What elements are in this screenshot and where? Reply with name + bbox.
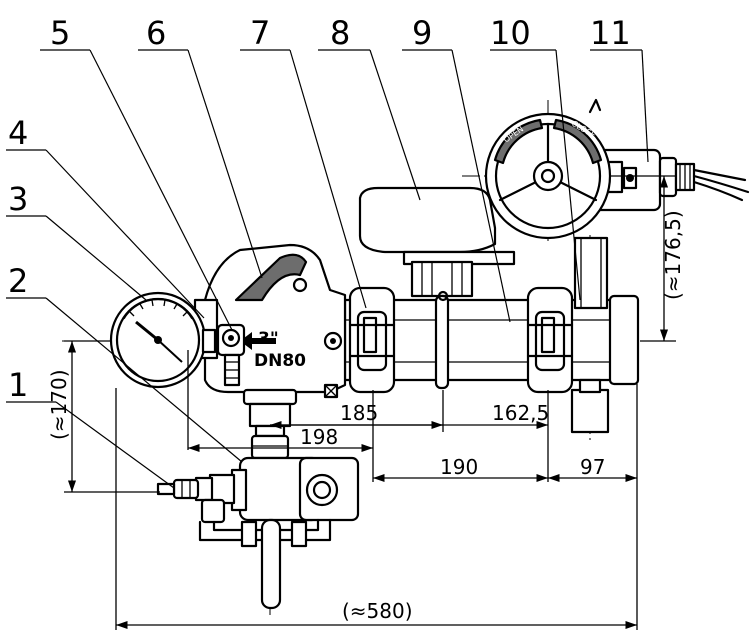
callout-9: 9 (412, 14, 432, 52)
dimension-185: 185 (340, 401, 378, 425)
actuator (358, 186, 516, 390)
flow-arrow (240, 332, 276, 350)
pressure-gauge (109, 291, 217, 389)
hand-wheel: OPEN CLOSE (484, 98, 612, 240)
drain-assembly (156, 388, 360, 610)
dimension-580: (≈580) (342, 599, 413, 623)
coupling-right (526, 286, 574, 394)
callout-11: 11 (590, 14, 631, 52)
callout-numbers: 1 2 3 4 5 6 7 8 9 10 11 (8, 14, 631, 404)
dimension-lines (64, 175, 676, 630)
callout-10: 10 (490, 14, 531, 52)
callout-1: 1 (8, 366, 28, 404)
callout-3: 3 (8, 180, 28, 218)
callout-5: 5 (50, 14, 70, 52)
nominal-size-marking: DN80 (254, 351, 306, 371)
callout-leaders (6, 49, 649, 489)
callout-7: 7 (250, 14, 270, 52)
callout-4: 4 (8, 114, 28, 152)
dimension-198: 198 (300, 425, 338, 449)
callout-2: 2 (8, 262, 28, 300)
dimension-97: 97 (580, 455, 605, 479)
dimension-162-5: 162,5 (492, 401, 549, 425)
dimension-190: 190 (440, 455, 478, 479)
dimension-labels: 185 162,5 198 190 97 (≈580) (≈170) (≈176… (47, 210, 685, 623)
dimension-176-5: (≈176,5) (661, 210, 685, 300)
callout-8: 8 (330, 14, 350, 52)
callout-6: 6 (146, 14, 166, 52)
coupling-left (348, 286, 396, 394)
